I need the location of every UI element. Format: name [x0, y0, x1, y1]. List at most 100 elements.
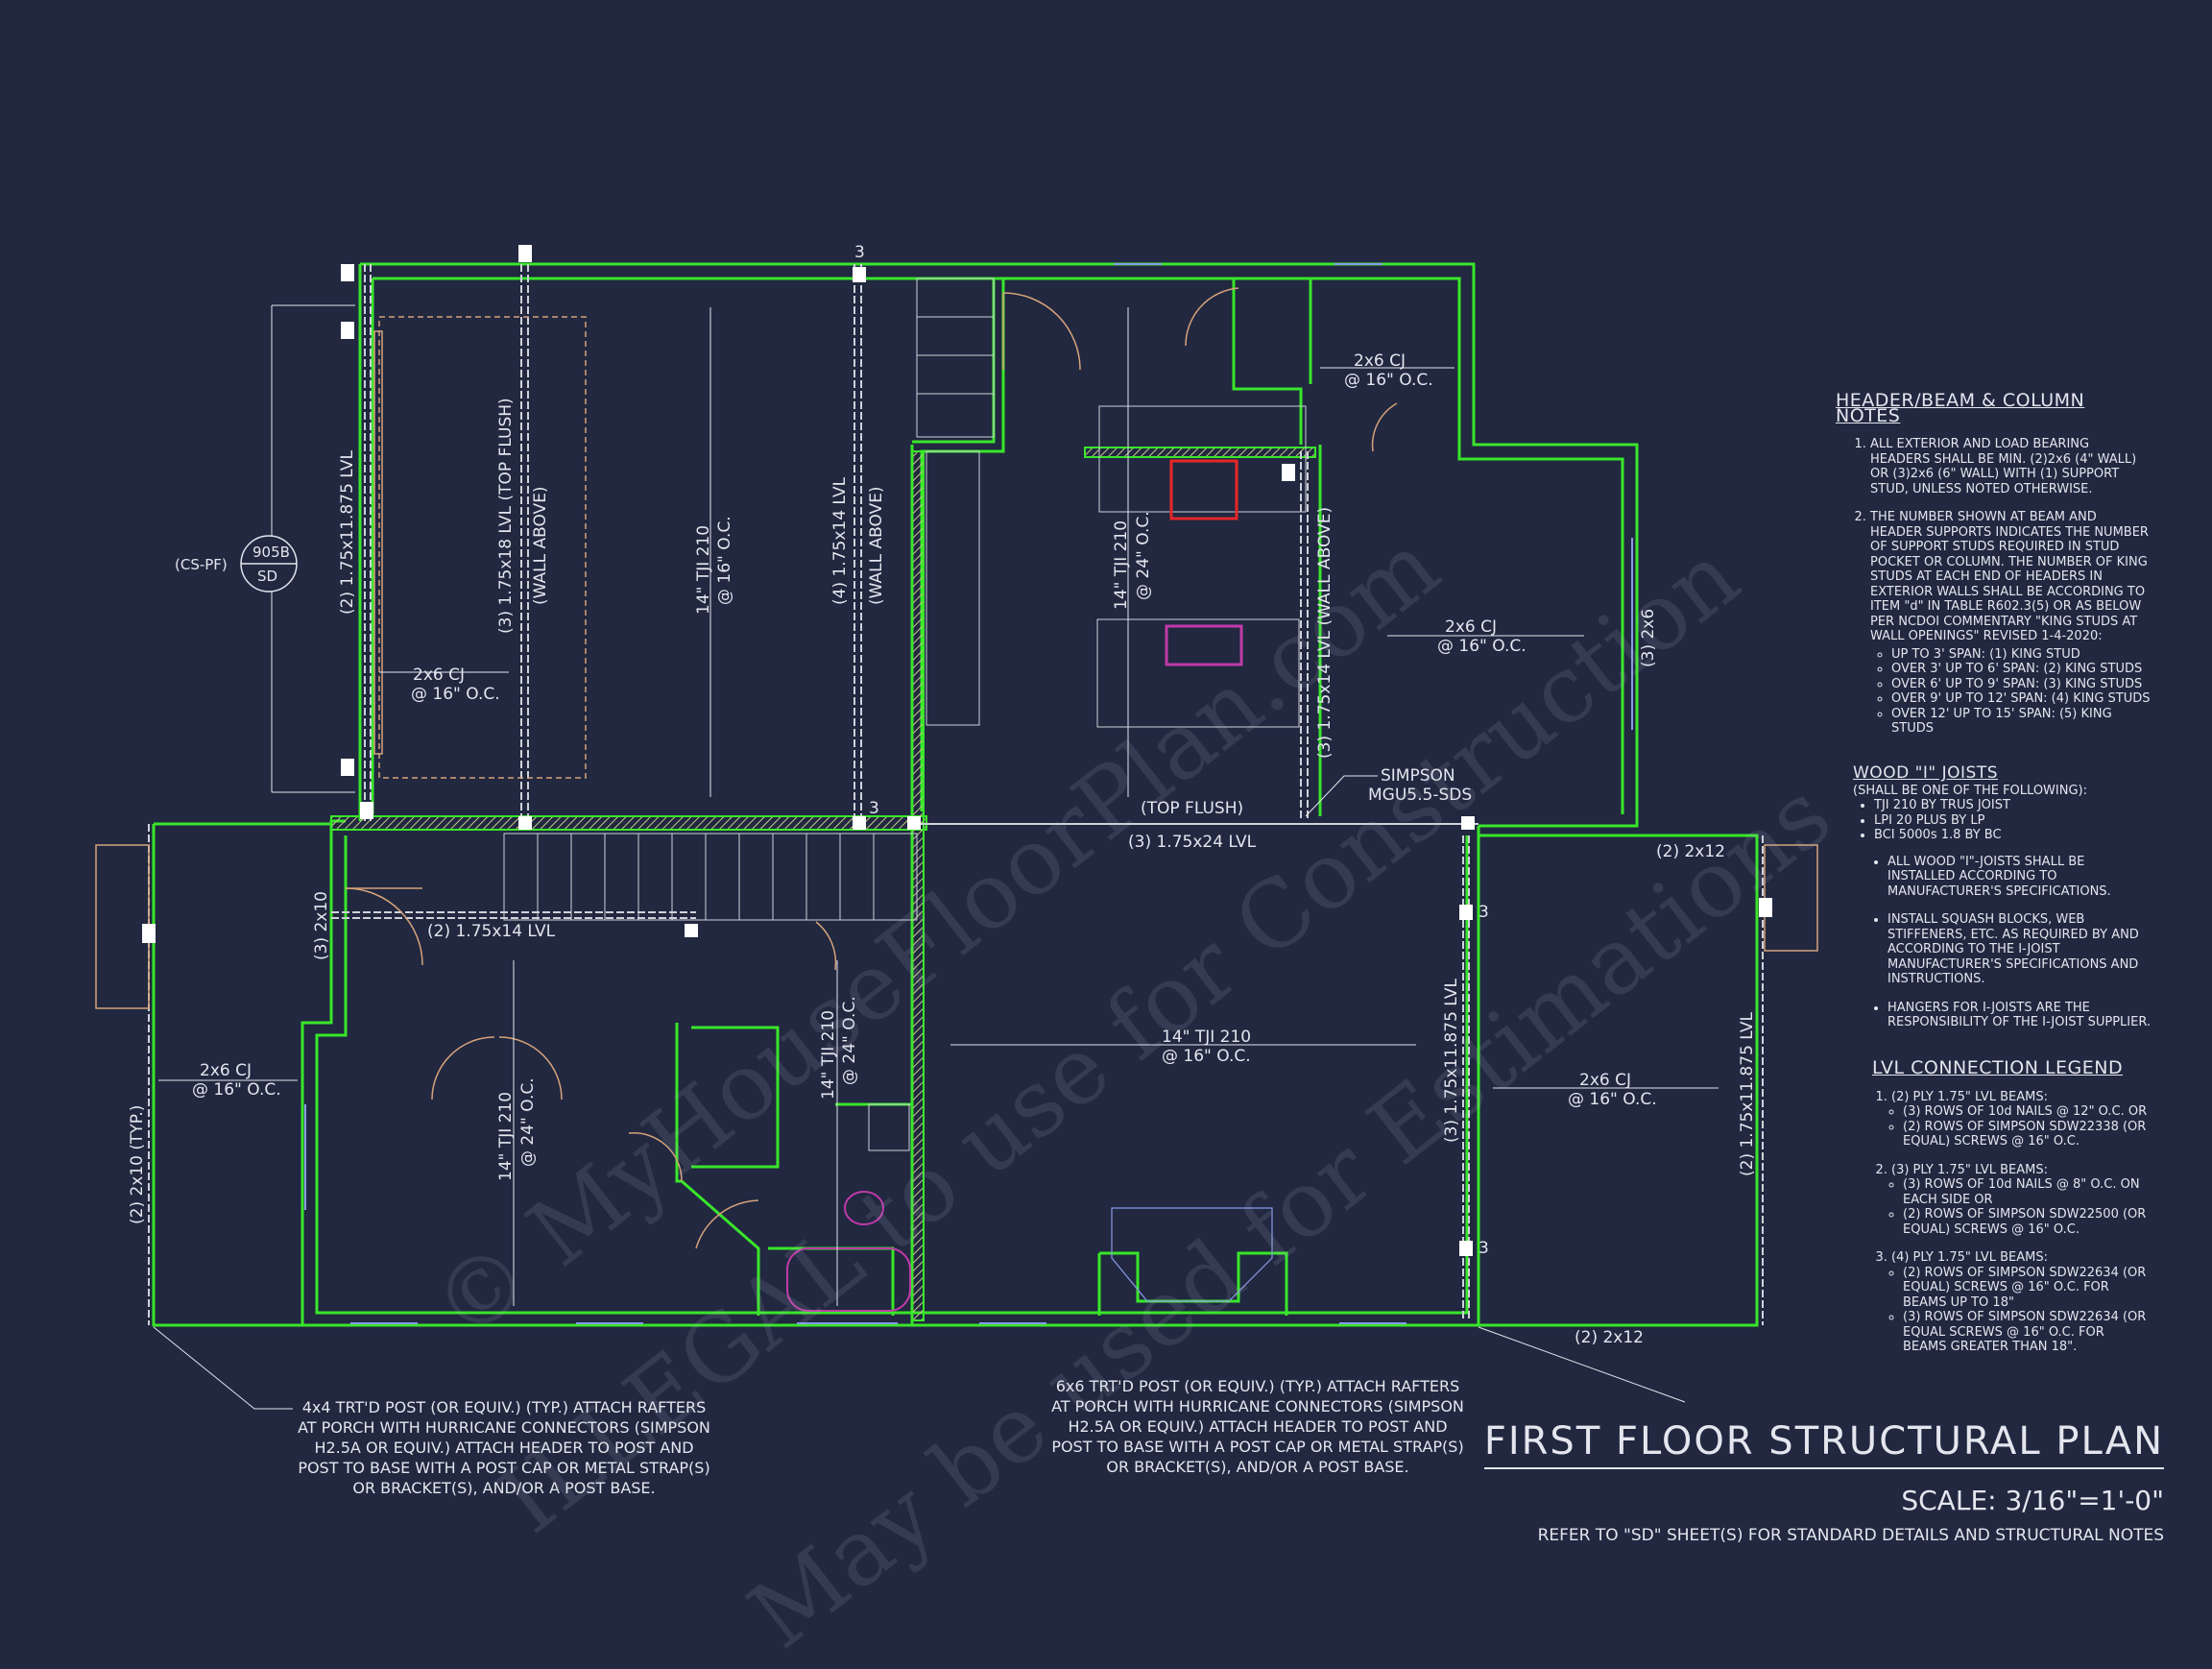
beam-label: (2) 2x12	[1575, 1328, 1644, 1347]
cj-label: @ 16" O.C.	[1437, 637, 1527, 656]
fireplace	[1111, 1207, 1273, 1302]
porch-steps-left	[95, 844, 150, 1009]
bathtub-icon	[786, 1247, 911, 1312]
note-item: THE NUMBER SHOWN AT BEAM AND HEADER SUPP…	[1870, 510, 2152, 737]
joist-label: @ 24" O.C.	[1134, 511, 1153, 600]
beam-label: (2) 2x12	[1656, 842, 1725, 861]
joist-brand: BCI 5000s 1.8 BY BC	[1874, 828, 2155, 843]
sheet-scale: SCALE: 3/16"=1'-0"	[1901, 1485, 2164, 1516]
beam-label: (2) 1.75x11.875 LVL	[338, 449, 357, 615]
lvl-item: (2) ROWS OF SIMPSON SDW22338 (OR EQUAL) …	[1903, 1120, 2151, 1149]
lvl-connection-legend: LVL CONNECTION LEGEND (2) PLY 1.75" LVL …	[1872, 1057, 2151, 1368]
range-icon	[1169, 459, 1238, 520]
joist-label: 14" TJI 210	[1112, 520, 1131, 610]
stud-count: 3	[854, 243, 865, 262]
beams	[148, 264, 1764, 1325]
lvl-item: (2) ROWS OF SIMPSON SDW22634 (OR EQUAL) …	[1903, 1266, 2151, 1311]
joist-label: @ 16" O.C.	[1162, 1047, 1251, 1066]
stairs	[503, 278, 995, 921]
post-4x4-callout: 4x4 TRT'D POST (OR EQUIV.) (TYP.) ATTACH…	[298, 1398, 710, 1497]
beam-label: (3) 2x10	[312, 891, 331, 960]
lvl-item: (3) ROWS OF 10d NAILS @ 12" O.C. OR	[1903, 1104, 2151, 1120]
cj-label: 2x6 CJ	[200, 1061, 252, 1080]
beam-label: (3) 1.75x14 LVL (WALL ABOVE)	[1315, 507, 1334, 759]
beam-label: (3) 1.75x11.875 LVL	[1442, 978, 1461, 1143]
joist-notes: WOOD "I" JOISTS (SHALL BE ONE OF THE FOL…	[1853, 763, 2155, 1030]
lvl-group: (4) PLY 1.75" LVL BEAMS: (2) ROWS OF SIM…	[1891, 1250, 2151, 1355]
lvl-item: (3) ROWS OF 10d NAILS @ 8" O.C. ON EACH …	[1903, 1177, 2151, 1207]
span-arrows	[158, 307, 1719, 1306]
cj-label: @ 16" O.C.	[192, 1080, 281, 1100]
joist-item: ALL WOOD "I"-JOISTS SHALL BE INSTALLED A…	[1887, 855, 2155, 900]
joist-brand: TJI 210 BY TRUS JOIST	[1874, 798, 2155, 813]
stud-count: 3	[1479, 1239, 1489, 1258]
lvl-item: (2) ROWS OF SIMPSON SDW22500 (OR EQUAL) …	[1903, 1207, 2151, 1237]
windows	[304, 263, 1633, 1324]
joist-label: @ 16" O.C.	[715, 516, 734, 605]
joist-label: @ 24" O.C.	[518, 1077, 538, 1167]
cj-label: 2x6 CJ	[1445, 617, 1497, 637]
king-stud-item: UP TO 3' SPAN: (1) KING STUD	[1891, 647, 2152, 663]
stud-count: 3	[1479, 903, 1489, 922]
cj-label: @ 16" O.C.	[1568, 1090, 1657, 1109]
lvl-group-head: (3) PLY 1.75" LVL BEAMS:	[1891, 1162, 2048, 1177]
notes-list: ALL EXTERIOR AND LOAD BEARING HEADERS SH…	[1836, 437, 2152, 737]
note-text: THE NUMBER SHOWN AT BEAM AND HEADER SUPP…	[1870, 510, 2149, 643]
connector-label: MGU5.5-SDS	[1368, 786, 1472, 805]
cj-label: @ 16" O.C.	[411, 685, 500, 704]
joist-label: @ 24" O.C.	[840, 996, 859, 1085]
detail-callout-bubble	[240, 304, 355, 793]
bearing-wall	[330, 815, 927, 831]
vanity	[868, 1103, 910, 1151]
cj-label: @ 16" O.C.	[1344, 371, 1433, 390]
cj-label: 2x6 CJ	[413, 665, 465, 685]
beam-label: (2) 1.75x14 LVL	[427, 922, 556, 941]
beam-label: (2) 2x10 (TYP.)	[128, 1105, 147, 1224]
sheet-title: FIRST FLOOR STRUCTURAL PLAN	[1483, 1419, 2164, 1469]
beam-label: (4) 1.75x14 LVL	[830, 476, 850, 605]
counter	[1098, 405, 1307, 513]
beam-label: (WALL ABOVE)	[867, 486, 886, 605]
king-stud-item: OVER 9' UP TO 12' SPAN: (4) KING STUDS	[1891, 691, 2152, 707]
note-item: ALL EXTERIOR AND LOAD BEARING HEADERS SH…	[1870, 437, 2152, 496]
lvl-group-head: (4) PLY 1.75" LVL BEAMS:	[1891, 1250, 2048, 1265]
joist-label: 14" TJI 210	[496, 1092, 516, 1181]
notes-title: HEADER/BEAM & COLUMN NOTES	[1836, 390, 2085, 426]
counter-side	[926, 450, 980, 726]
king-stud-item: OVER 12' UP TO 15' SPAN: (5) KING STUDS	[1891, 707, 2152, 737]
lvl-list: (2) PLY 1.75" LVL BEAMS: (3) ROWS OF 10d…	[1872, 1090, 2151, 1355]
door-track	[373, 330, 383, 755]
joist-items: ALL WOOD "I"-JOISTS SHALL BE INSTALLED A…	[1853, 855, 2155, 1030]
porch-steps-right	[1764, 844, 1818, 952]
beam-label: (2) 1.75x11.875 LVL	[1738, 1011, 1757, 1176]
king-stud-item: OVER 6' UP TO 9' SPAN: (3) KING STUDS	[1891, 677, 2152, 692]
exterior-walls	[152, 262, 1759, 1327]
sheet-reference: REFER TO "SD" SHEET(S) FOR STANDARD DETA…	[1537, 1526, 2164, 1545]
beam-label: (WALL ABOVE)	[531, 486, 550, 605]
beam-label: (3) 2x6	[1639, 609, 1658, 667]
toilet-icon	[844, 1191, 884, 1225]
lvl-group-head: (2) PLY 1.75" LVL BEAMS:	[1891, 1089, 2048, 1104]
leader-lines	[153, 775, 1686, 1410]
lvl-group: (2) PLY 1.75" LVL BEAMS: (3) ROWS OF 10d…	[1891, 1090, 2151, 1149]
deck-outline	[378, 316, 587, 779]
bearing-wall	[911, 450, 925, 1321]
king-stud-list: UP TO 3' SPAN: (1) KING STUD OVER 3' UP …	[1870, 647, 2152, 737]
joist-brands: TJI 210 BY TRUS JOIST LPI 20 PLUS BY LP …	[1853, 798, 2155, 843]
lvl-item: (3) ROWS OF SIMPSON SDW22634 (OR EQUAL S…	[1903, 1310, 2151, 1355]
post-markers	[142, 245, 1772, 1256]
sink-icon	[1165, 624, 1243, 666]
king-stud-item: OVER 3' UP TO 6' SPAN: (2) KING STUDS	[1891, 662, 2152, 677]
stud-count: 3	[869, 799, 879, 818]
lvl-title: LVL CONNECTION LEGEND	[1872, 1057, 2124, 1078]
joist-title: WOOD "I" JOISTS	[1853, 763, 1998, 783]
joist-item: HANGERS FOR I-JOISTS ARE THE RESPONSIBIL…	[1887, 1001, 2155, 1030]
joist-label: 14" TJI 210	[1162, 1028, 1251, 1047]
connector-label: SIMPSON	[1381, 766, 1455, 786]
lvl-group: (3) PLY 1.75" LVL BEAMS: (3) ROWS OF 10d…	[1891, 1163, 2151, 1238]
cj-label: 2x6 CJ	[1354, 351, 1406, 371]
bearing-wall	[1084, 447, 1316, 458]
joist-brand: LPI 20 PLUS BY LP	[1874, 813, 2155, 829]
doors	[345, 287, 1398, 1249]
